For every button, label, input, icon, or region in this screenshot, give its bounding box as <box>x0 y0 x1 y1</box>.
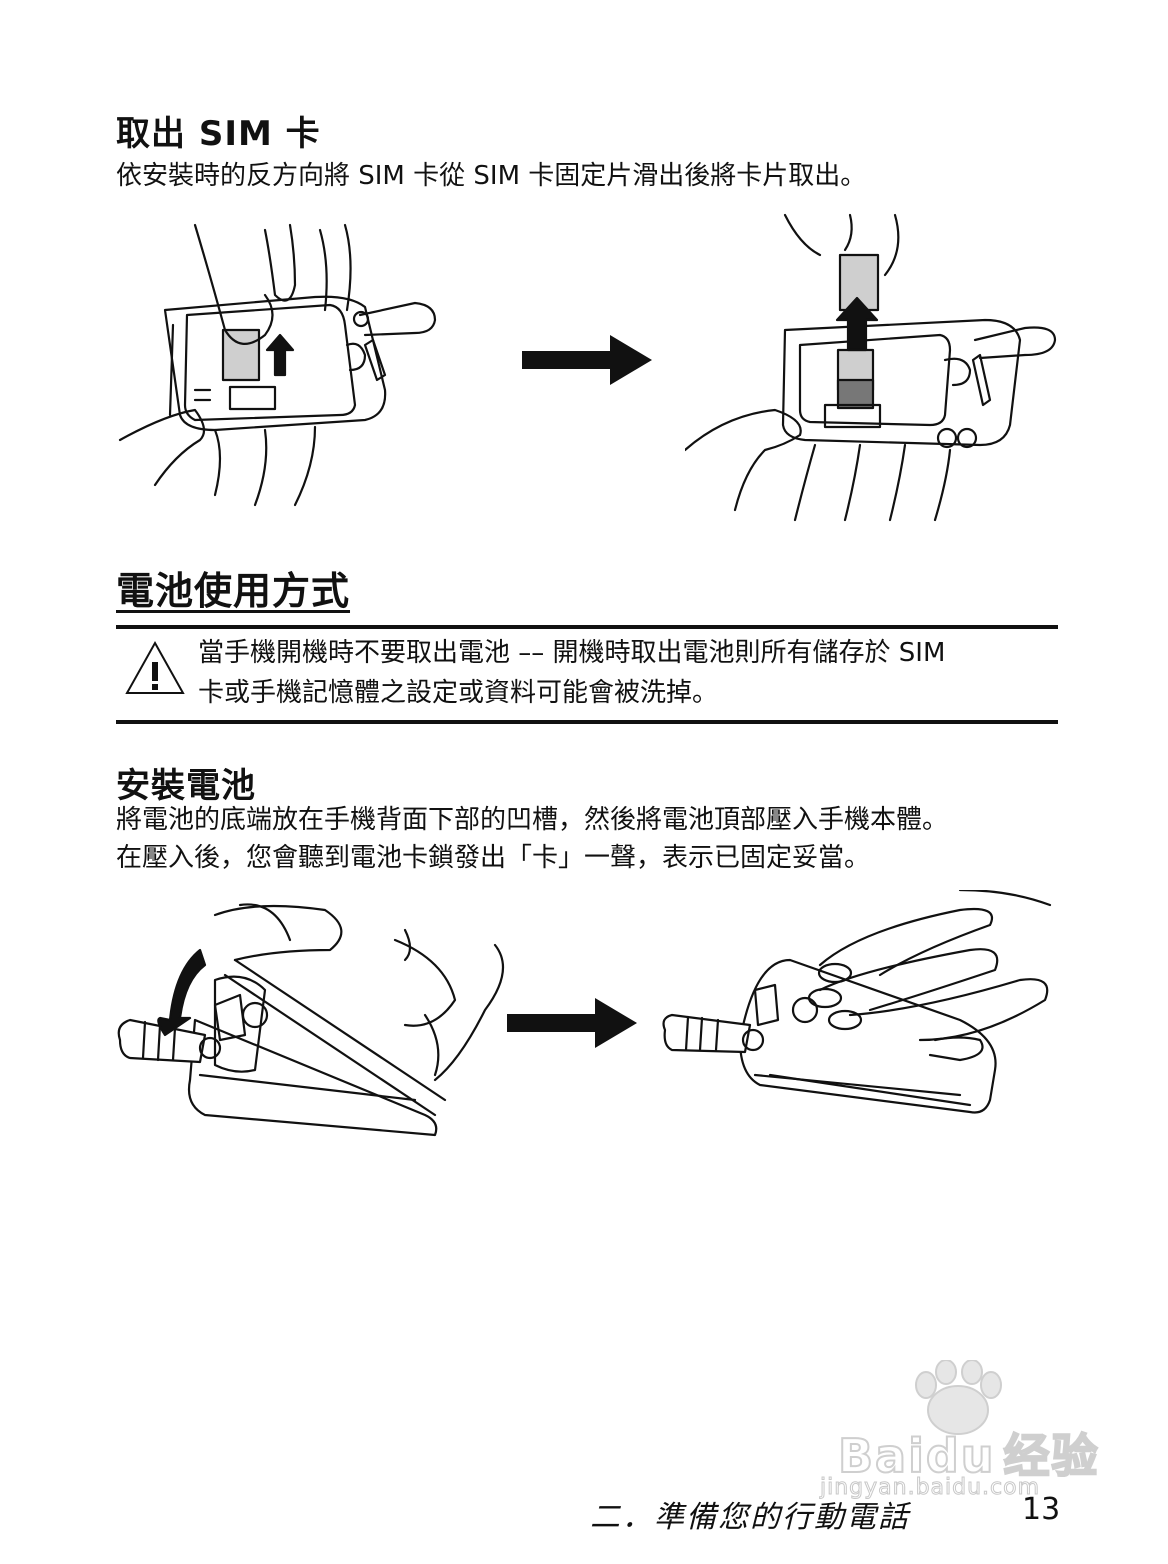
warning-bottom-rule <box>116 720 1058 724</box>
watermark-url: jingyan.baidu.com <box>819 1475 1041 1501</box>
battery-section-title: 電池使用方式 <box>116 569 351 613</box>
step-arrow-icon <box>507 998 637 1048</box>
step-arrow-icon <box>522 335 652 385</box>
sim-removal-illustration-1 <box>118 223 437 507</box>
warning-line-2: 卡或手機記憶體之設定或資料可能會被洗掉。 <box>198 678 719 708</box>
install-battery-heading: 安裝電池 <box>116 766 256 806</box>
warning-top-rule <box>116 625 1058 629</box>
baidu-watermark-logo <box>915 1360 1002 1435</box>
sim-removal-instruction: 依安裝時的反方向將 SIM 卡從 SIM 卡固定片滑出後將卡片取出。 <box>116 161 867 191</box>
footer-chapter-title: 二．準備您的行動電話 <box>590 1500 910 1535</box>
battery-insert-illustration-1 <box>117 903 505 1137</box>
page-number: 13 <box>1022 1492 1061 1527</box>
warning-triangle-icon <box>125 640 185 694</box>
sim-removal-heading: 取出 SIM 卡 <box>116 114 321 154</box>
install-battery-line-1: 將電池的底端放在手機背面下部的凹槽，然後將電池頂部壓入手機本體。 <box>116 805 949 835</box>
install-battery-line-2: 在壓入後，您會聽到電池卡鎖發出「卡」一聲，表示已固定妥當。 <box>116 843 871 873</box>
sim-removal-illustration-2 <box>685 213 1057 522</box>
warning-line-1: 當手機開機時不要取出電池 –– 開機時取出電池則所有儲存於 SIM <box>198 638 946 668</box>
battery-insert-illustration-2 <box>662 890 1052 1114</box>
